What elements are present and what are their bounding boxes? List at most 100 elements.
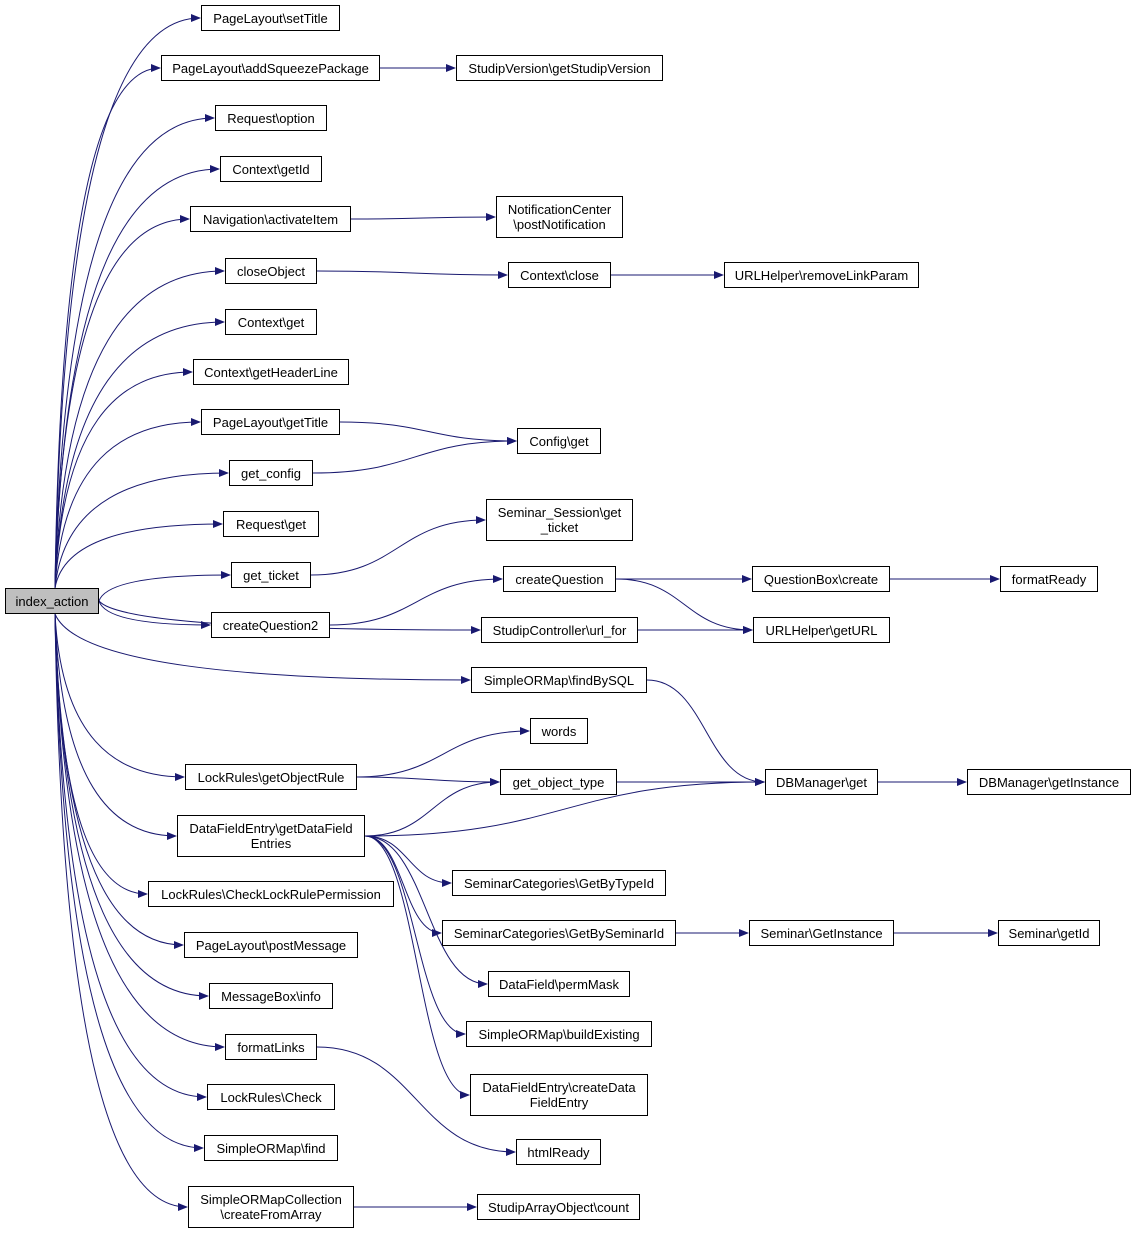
node-label-line: StudipArrayObject\count <box>488 1199 629 1215</box>
edge-index-action-to-coll-create <box>54 613 188 1211</box>
node-lock-get-object-rule[interactable]: LockRules\getObjectRule <box>185 764 357 790</box>
node-create-question2[interactable]: createQuestion2 <box>211 612 330 638</box>
node-get-ticket[interactable]: get_ticket <box>231 562 311 588</box>
edge-dfe-get-entries-to-db-get <box>364 778 765 837</box>
node-add-squeeze[interactable]: PageLayout\addSqueezePackage <box>161 55 380 81</box>
node-label-line: Navigation\activateItem <box>202 211 339 227</box>
node-url-for[interactable]: StudipController\url_for <box>481 617 638 643</box>
node-find-by-sql[interactable]: SimpleORMap\findBySQL <box>471 667 647 693</box>
node-label-line: formatLinks <box>237 1039 305 1055</box>
edge-index-action-to-dfe-get-entries <box>54 613 177 840</box>
edge-index-action-to-req-option <box>54 114 215 589</box>
node-label-line: LockRules\CheckLockRulePermission <box>161 886 381 902</box>
node-label-line: LockRules\getObjectRule <box>197 769 345 785</box>
node-req-option[interactable]: Request\option <box>215 105 327 131</box>
node-req-get[interactable]: Request\get <box>223 511 319 537</box>
node-ctx-header[interactable]: Context\getHeaderLine <box>193 359 349 385</box>
edge-index-action-to-req-get <box>54 520 223 589</box>
node-label-line: get_config <box>241 465 301 481</box>
edge-index-action-to-ctx-header <box>54 368 193 589</box>
node-label-line: Request\option <box>227 110 315 126</box>
node-lock-check[interactable]: LockRules\Check <box>207 1084 335 1110</box>
node-lock-check-perm[interactable]: LockRules\CheckLockRulePermission <box>148 881 394 907</box>
node-label-line: NotificationCenter <box>507 202 612 217</box>
node-notif-post[interactable]: NotificationCenter\postNotification <box>496 196 623 238</box>
node-ctx-close[interactable]: Context\close <box>508 262 611 288</box>
edge-index-action-to-ctx-get <box>54 318 225 589</box>
node-label-line: Seminar\getId <box>1008 925 1090 941</box>
node-sem-cat-by-type[interactable]: SeminarCategories\GetByTypeId <box>452 870 666 896</box>
node-coll-create[interactable]: SimpleORMapCollection\createFromArray <box>188 1186 354 1228</box>
edge-create-question2-to-create-question <box>329 575 503 626</box>
edge-get-ticket-to-seminar-session-ticket <box>310 516 486 576</box>
node-label-line: get_object_type <box>512 774 605 790</box>
node-sem-cat-by-seminar[interactable]: SeminarCategories\GetBySeminarId <box>442 920 676 946</box>
node-pl-post-message[interactable]: PageLayout\postMessage <box>184 932 358 958</box>
node-arr-count[interactable]: StudipArrayObject\count <box>477 1194 640 1220</box>
node-build-existing[interactable]: SimpleORMap\buildExisting <box>466 1021 652 1047</box>
node-format-links[interactable]: formatLinks <box>225 1034 317 1060</box>
node-label-line: DBManager\getInstance <box>978 774 1120 790</box>
node-label-line: closeObject <box>237 263 305 279</box>
node-label-line: SimpleORMap\find <box>216 1140 326 1156</box>
node-label-line: StudipController\url_for <box>492 622 627 638</box>
node-label-line: Context\getId <box>232 161 310 177</box>
node-label-line: SeminarCategories\GetByTypeId <box>463 875 655 891</box>
node-words[interactable]: words <box>530 718 588 744</box>
node-label-line: Seminar_Session\get <box>497 505 622 520</box>
node-label-line: Context\get <box>237 314 305 330</box>
node-get-url[interactable]: URLHelper\getURL <box>753 617 890 643</box>
node-create-question[interactable]: createQuestion <box>503 566 616 592</box>
edge-dfe-get-entries-to-sem-cat-by-type <box>364 835 452 887</box>
node-get-object-type[interactable]: get_object_type <box>500 769 617 795</box>
edge-dfe-get-entries-to-build-existing <box>364 835 466 1038</box>
node-nav-activate[interactable]: Navigation\activateItem <box>190 206 351 232</box>
edge-index-action-to-find-by-sql <box>54 613 471 684</box>
edge-lock-get-object-rule-to-words <box>356 727 530 778</box>
node-label-line: Context\close <box>520 267 599 283</box>
node-seminar-get-id[interactable]: Seminar\getId <box>998 920 1100 946</box>
node-set-title[interactable]: PageLayout\setTitle <box>201 5 340 31</box>
edge-index-action-to-set-title <box>54 14 201 589</box>
node-index-action[interactable]: index_action <box>5 588 99 614</box>
node-pl-get-title[interactable]: PageLayout\getTitle <box>201 409 340 435</box>
node-label-line: SimpleORMap\findBySQL <box>483 672 635 688</box>
node-close-object[interactable]: closeObject <box>225 258 317 284</box>
node-html-ready[interactable]: htmlReady <box>516 1139 601 1165</box>
node-label-line: createQuestion <box>515 571 604 587</box>
node-label-line: PageLayout\setTitle <box>213 10 328 26</box>
node-label-line: DataFieldEntry\getDataField <box>189 821 353 836</box>
node-format-ready[interactable]: formatReady <box>1000 566 1098 592</box>
node-db-get-instance[interactable]: DBManager\getInstance <box>967 769 1131 795</box>
node-seminar-session-ticket[interactable]: Seminar_Session\get_ticket <box>486 499 633 541</box>
node-label-line: \createFromArray <box>220 1207 322 1222</box>
node-label-line: FieldEntry <box>529 1095 589 1110</box>
node-config-get[interactable]: Config\get <box>517 428 601 454</box>
node-db-get[interactable]: DBManager\get <box>765 769 878 795</box>
edge-nav-activate-to-notif-post <box>350 213 496 222</box>
edge-index-action-to-create-question2 <box>98 600 211 629</box>
edge-format-links-to-html-ready <box>316 1046 516 1156</box>
node-msg-info[interactable]: MessageBox\info <box>209 983 333 1009</box>
edge-find-by-sql-to-db-get <box>646 679 765 786</box>
node-ctx-get[interactable]: Context\get <box>225 309 317 335</box>
node-seminar-get-instance[interactable]: Seminar\GetInstance <box>749 920 894 946</box>
edge-dfe-get-entries-to-get-object-type <box>364 778 500 837</box>
node-label-line: URLHelper\removeLinkParam <box>734 267 909 283</box>
edge-index-action-to-pl-get-title <box>54 418 201 589</box>
node-get-config[interactable]: get_config <box>229 460 313 486</box>
node-remove-link-param[interactable]: URLHelper\removeLinkParam <box>724 262 919 288</box>
node-orm-find[interactable]: SimpleORMap\find <box>204 1135 338 1161</box>
node-ctx-get-id[interactable]: Context\getId <box>220 156 322 182</box>
node-df-perm-mask[interactable]: DataField\permMask <box>488 971 630 997</box>
node-qbox-create[interactable]: QuestionBox\create <box>752 566 890 592</box>
edge-index-action-to-msg-info <box>54 613 209 1000</box>
edge-index-action-to-add-squeeze <box>54 64 161 589</box>
edge-index-action-to-close-object <box>54 267 225 589</box>
node-label-line: SimpleORMap\buildExisting <box>478 1026 640 1042</box>
node-get-studip-version[interactable]: StudipVersion\getStudipVersion <box>456 55 663 81</box>
node-label-line: DataFieldEntry\createData <box>482 1080 636 1095</box>
